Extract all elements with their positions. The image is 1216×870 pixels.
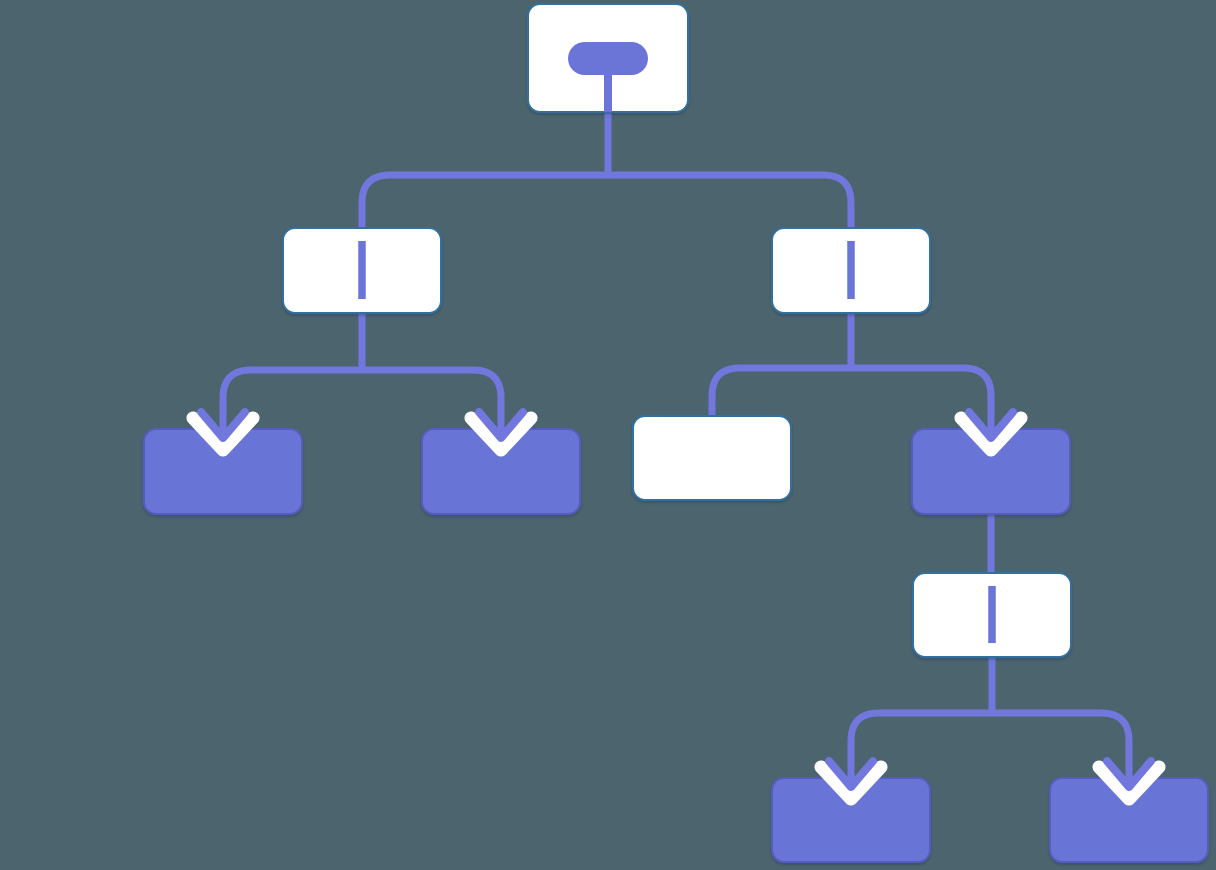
arrow-down-icon bbox=[814, 742, 888, 806]
arrow-marker-layer bbox=[186, 393, 1166, 806]
connector-branch-branch-right bbox=[708, 364, 995, 421]
node-child-white[interactable] bbox=[632, 415, 792, 501]
connector-branch-root bbox=[358, 171, 855, 233]
node-branch-left[interactable] bbox=[282, 227, 442, 314]
connector-branch-branch-bottom bbox=[847, 709, 1133, 770]
arrow-down-icon bbox=[186, 393, 260, 457]
start-pill-stem bbox=[604, 72, 612, 112]
node-branch-bottom[interactable] bbox=[912, 572, 1072, 658]
divider-bar-icon bbox=[358, 241, 366, 299]
arrow-down-icon bbox=[464, 393, 538, 457]
divider-bar-icon bbox=[847, 241, 855, 299]
node-layer bbox=[143, 3, 1209, 863]
arrow-down-icon bbox=[1092, 742, 1166, 806]
divider-bar-icon bbox=[988, 586, 996, 643]
node-root[interactable] bbox=[527, 3, 689, 113]
start-pill-icon bbox=[568, 42, 648, 75]
arrow-down-icon bbox=[954, 393, 1028, 457]
connector-branch-branch-left bbox=[219, 366, 505, 421]
node-branch-right[interactable] bbox=[771, 227, 931, 314]
